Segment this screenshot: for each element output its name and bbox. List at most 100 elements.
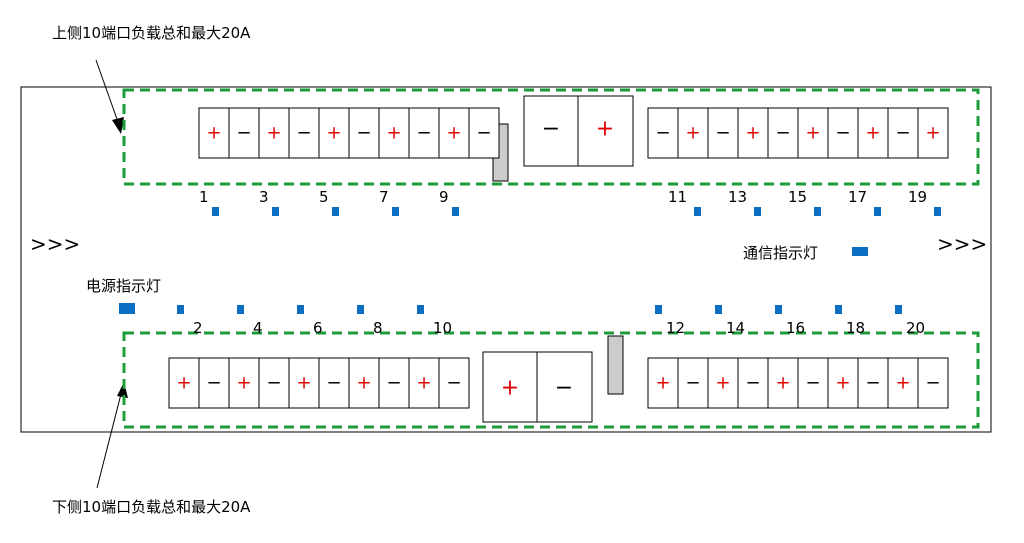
left-flow-arrows: >>> bbox=[30, 232, 80, 256]
bottom-port-number-8: 8 bbox=[373, 319, 383, 337]
top-port-11-plus: + bbox=[685, 123, 700, 144]
top-port-15-minus: − bbox=[775, 123, 790, 144]
top-port-17-plus: + bbox=[865, 123, 880, 144]
bottom-port-16-minus: − bbox=[805, 373, 820, 394]
bottom-port-number-4: 4 bbox=[253, 319, 263, 337]
top-port-19-minus: − bbox=[895, 123, 910, 144]
bottom-main-minus: − bbox=[555, 376, 573, 401]
top-led-9 bbox=[452, 207, 459, 216]
top-port-number-9: 9 bbox=[439, 188, 449, 206]
bottom-port-number-6: 6 bbox=[313, 319, 323, 337]
top-port-number-1: 1 bbox=[199, 188, 209, 206]
top-led-3 bbox=[272, 207, 279, 216]
top-led-5 bbox=[332, 207, 339, 216]
bottom-port-number-10: 10 bbox=[433, 319, 452, 337]
bottom-port-number-14: 14 bbox=[726, 319, 745, 337]
bottom-main-terminal: + − bbox=[482, 351, 593, 423]
comm-indicator-label: 通信指示灯 bbox=[743, 244, 818, 262]
top-port-number-5: 5 bbox=[319, 188, 329, 206]
comm-indicator-light bbox=[852, 247, 868, 256]
bottom-led-4 bbox=[237, 305, 244, 314]
bottom-main-plus: + bbox=[501, 376, 519, 401]
bottom-port-6-plus: + bbox=[296, 373, 311, 394]
top-led-13 bbox=[754, 207, 761, 216]
bottom-port-14-plus: + bbox=[715, 373, 730, 394]
top-port-5-plus: + bbox=[326, 123, 341, 144]
bottom-led-10 bbox=[417, 305, 424, 314]
bottom-port-number-18: 18 bbox=[846, 319, 865, 337]
top-led-11 bbox=[694, 207, 701, 216]
top-port-3-plus: + bbox=[266, 123, 281, 144]
bottom-port-8-minus: − bbox=[386, 373, 401, 394]
bottom-port-group bbox=[122, 331, 980, 429]
bottom-port-8-plus: + bbox=[356, 373, 371, 394]
bottom-port-20-plus: + bbox=[895, 373, 910, 394]
bottom-port-2-minus: − bbox=[206, 373, 221, 394]
bottom-port-16-plus: + bbox=[775, 373, 790, 394]
top-port-9-minus: − bbox=[476, 123, 491, 144]
bottom-port-number-20: 20 bbox=[906, 319, 925, 337]
right-flow-arrows: >>> bbox=[937, 232, 987, 256]
bottom-port-number-16: 16 bbox=[786, 319, 805, 337]
bottom-led-16 bbox=[775, 305, 782, 314]
top-port-13-minus: − bbox=[715, 123, 730, 144]
bottom-port-4-plus: + bbox=[236, 373, 251, 394]
top-port-17-minus: − bbox=[835, 123, 850, 144]
power-indicator-light bbox=[119, 303, 135, 314]
top-port-7-minus: − bbox=[416, 123, 431, 144]
bottom-caption: 下侧10端口负载总和最大20A bbox=[52, 498, 251, 516]
top-port-number-15: 15 bbox=[788, 188, 807, 206]
top-port-3-minus: − bbox=[296, 123, 311, 144]
board-outline bbox=[20, 86, 992, 433]
top-port-number-7: 7 bbox=[379, 188, 389, 206]
top-port-15-plus: + bbox=[805, 123, 820, 144]
bottom-led-20 bbox=[895, 305, 902, 314]
top-port-9-plus: + bbox=[446, 123, 461, 144]
bottom-led-8 bbox=[357, 305, 364, 314]
bottom-port-2-plus: + bbox=[176, 373, 191, 394]
top-main-terminal: − + bbox=[523, 95, 634, 167]
bottom-led-14 bbox=[715, 305, 722, 314]
top-led-17 bbox=[874, 207, 881, 216]
top-port-5-minus: − bbox=[356, 123, 371, 144]
top-port-19-plus: + bbox=[925, 123, 940, 144]
bottom-port-4-minus: − bbox=[266, 373, 281, 394]
top-led-7 bbox=[392, 207, 399, 216]
top-led-19 bbox=[934, 207, 941, 216]
bottom-led-12 bbox=[655, 305, 662, 314]
top-port-group bbox=[122, 88, 980, 186]
bottom-port-18-minus: − bbox=[865, 373, 880, 394]
top-caption-pointer bbox=[95, 59, 119, 123]
top-port-number-11: 11 bbox=[668, 188, 687, 206]
top-port-1-minus: − bbox=[236, 123, 251, 144]
bottom-port-number-12: 12 bbox=[666, 319, 685, 337]
bottom-led-18 bbox=[835, 305, 842, 314]
bottom-port-10-plus: + bbox=[416, 373, 431, 394]
bottom-port-14-minus: − bbox=[745, 373, 760, 394]
top-main-minus: − bbox=[542, 117, 560, 142]
top-caption: 上侧10端口负载总和最大20A bbox=[52, 24, 251, 42]
bottom-port-12-plus: + bbox=[655, 373, 670, 394]
top-pointer-arrowhead bbox=[112, 117, 124, 134]
bottom-caption-pointer bbox=[96, 393, 122, 489]
bottom-port-10-minus: − bbox=[446, 373, 461, 394]
top-port-1-plus: + bbox=[206, 123, 221, 144]
power-indicator-label: 电源指示灯 bbox=[86, 277, 161, 295]
top-port-number-17: 17 bbox=[848, 188, 867, 206]
bottom-port-20-minus: − bbox=[925, 373, 940, 394]
top-main-plus: + bbox=[596, 117, 614, 142]
bottom-port-18-plus: + bbox=[835, 373, 850, 394]
bottom-fuse bbox=[607, 335, 624, 395]
bottom-port-12-minus: − bbox=[685, 373, 700, 394]
top-port-11-minus: − bbox=[655, 123, 670, 144]
top-led-15 bbox=[814, 207, 821, 216]
bottom-led-6 bbox=[297, 305, 304, 314]
bottom-port-6-minus: − bbox=[326, 373, 341, 394]
top-port-7-plus: + bbox=[386, 123, 401, 144]
top-port-number-19: 19 bbox=[908, 188, 927, 206]
bottom-led-2 bbox=[177, 305, 184, 314]
top-port-number-13: 13 bbox=[728, 188, 747, 206]
top-port-number-3: 3 bbox=[259, 188, 269, 206]
top-port-13-plus: + bbox=[745, 123, 760, 144]
